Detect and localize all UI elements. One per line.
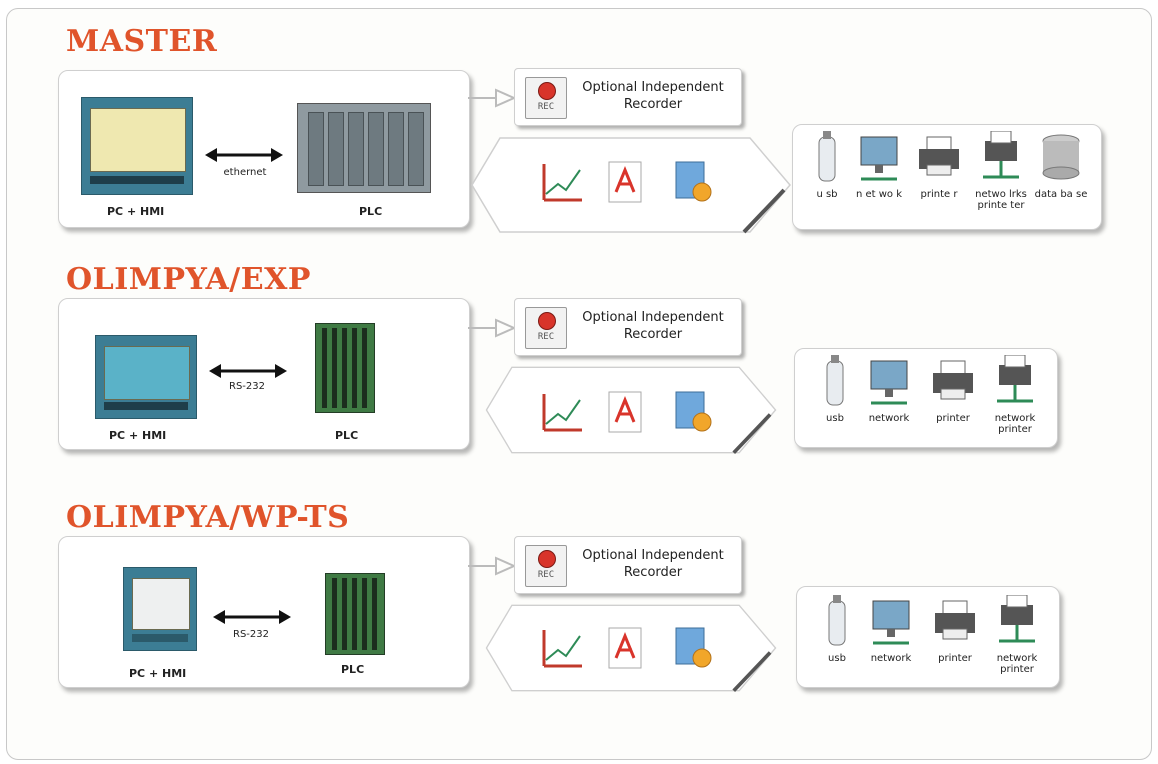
pc-hmi-panel-icon bbox=[123, 567, 197, 651]
chart-icon bbox=[542, 394, 582, 432]
recorder-label-line1: Optional Independent bbox=[582, 310, 724, 325]
section-master: MASTER PC + HMI ethernet PLC REC Optiona… bbox=[0, 12, 1158, 248]
plc-label: PLC bbox=[341, 663, 365, 676]
usb-device: usb bbox=[807, 355, 863, 424]
rec-icon: REC bbox=[525, 545, 567, 587]
pdf-icon bbox=[608, 627, 642, 669]
printer-icon bbox=[933, 360, 973, 400]
optional-recorder-box: REC Optional Independent Recorder bbox=[514, 298, 742, 356]
system-box: PC + HMI RS-232 PLC bbox=[58, 298, 470, 450]
double-arrow-icon bbox=[205, 148, 283, 162]
recorder-label-line2: Recorder bbox=[623, 97, 683, 112]
hmi-label: PC + HMI bbox=[129, 667, 187, 680]
section-title: OLIMPYA/WP-TS bbox=[66, 500, 350, 535]
printer-device: printe r bbox=[911, 131, 967, 200]
hmi-label: PC + HMI bbox=[109, 429, 167, 442]
plc-label: PLC bbox=[335, 429, 359, 442]
recorder-label-line2: Recorder bbox=[623, 327, 683, 342]
optional-recorder-box: REC Optional Independent Recorder bbox=[514, 536, 742, 594]
recorder-label-line2: Recorder bbox=[623, 565, 683, 580]
printer-device: printer bbox=[925, 355, 981, 424]
arrow-to-recorder-icon bbox=[468, 88, 516, 108]
network-printer-device: network printer bbox=[989, 594, 1045, 675]
arrow-to-recorder-icon bbox=[468, 556, 516, 576]
pdf-icon bbox=[608, 391, 642, 433]
usb-device: u sb bbox=[799, 131, 855, 200]
chart-icon bbox=[542, 630, 582, 668]
network-printer-device: netwo lrks printe ter bbox=[973, 130, 1029, 211]
optional-recorder-box: REC Optional Independent Recorder bbox=[514, 68, 742, 126]
plc-card-icon bbox=[315, 323, 375, 413]
network-printer-icon bbox=[983, 130, 1019, 179]
network-printer-device: network printer bbox=[987, 354, 1043, 435]
printer-icon bbox=[919, 136, 959, 176]
system-box: PC + HMI RS-232 PLC bbox=[58, 536, 470, 688]
recorder-label-line1: Optional Independent bbox=[582, 548, 724, 563]
report-icon bbox=[675, 161, 712, 202]
network-printer-icon bbox=[997, 354, 1033, 403]
plc-card-icon bbox=[325, 573, 385, 655]
plc-rack-icon bbox=[297, 103, 431, 193]
rec-icon: REC bbox=[525, 77, 567, 119]
pdf-icon bbox=[608, 161, 642, 203]
link-label: ethernet bbox=[223, 167, 267, 178]
rec-icon: REC bbox=[525, 307, 567, 349]
pc-hmi-panel-icon bbox=[95, 335, 197, 419]
destinations-box: u sb n et wo k printe r netwo lrks print… bbox=[792, 124, 1102, 230]
system-box: PC + HMI ethernet PLC bbox=[58, 70, 470, 228]
section-title: OLIMPYA/EXP bbox=[66, 262, 311, 297]
usb-device: usb bbox=[809, 595, 865, 664]
network-printer-icon bbox=[999, 594, 1035, 643]
double-arrow-icon bbox=[213, 610, 291, 624]
network-icon bbox=[860, 136, 898, 181]
link-label: RS-232 bbox=[233, 629, 269, 640]
usb-icon bbox=[826, 355, 844, 406]
arrow-to-recorder-icon bbox=[468, 318, 516, 338]
link-label: RS-232 bbox=[229, 381, 265, 392]
printer-device: printer bbox=[927, 595, 983, 664]
usb-icon bbox=[818, 131, 836, 182]
network-icon bbox=[872, 600, 910, 645]
destinations-box: usb network printer network printer bbox=[796, 586, 1060, 688]
report-icon bbox=[675, 391, 712, 432]
report-icon bbox=[675, 627, 712, 668]
network-device: network bbox=[861, 355, 917, 424]
double-arrow-icon bbox=[209, 364, 287, 378]
network-icon bbox=[870, 360, 908, 405]
plc-label: PLC bbox=[359, 205, 383, 218]
section-olimpya-exp: OLIMPYA/EXP PC + HMI RS-232 PLC REC Opti… bbox=[0, 250, 1158, 486]
usb-icon bbox=[828, 595, 846, 646]
network-device: network bbox=[863, 595, 919, 664]
database-icon bbox=[1042, 134, 1080, 180]
destinations-box: usb network printer network printer bbox=[794, 348, 1058, 448]
printer-icon bbox=[935, 600, 975, 640]
database-device: data ba se bbox=[1033, 131, 1089, 200]
chart-icon bbox=[542, 164, 582, 202]
recorder-label-line1: Optional Independent bbox=[582, 80, 724, 95]
section-title: MASTER bbox=[66, 24, 218, 59]
network-device: n et wo k bbox=[851, 131, 907, 200]
hmi-label: PC + HMI bbox=[107, 205, 165, 218]
section-olimpya-wp-ts: OLIMPYA/WP-TS PC + HMI RS-232 PLC REC Op… bbox=[0, 488, 1158, 724]
pc-hmi-panel-icon bbox=[81, 97, 193, 195]
